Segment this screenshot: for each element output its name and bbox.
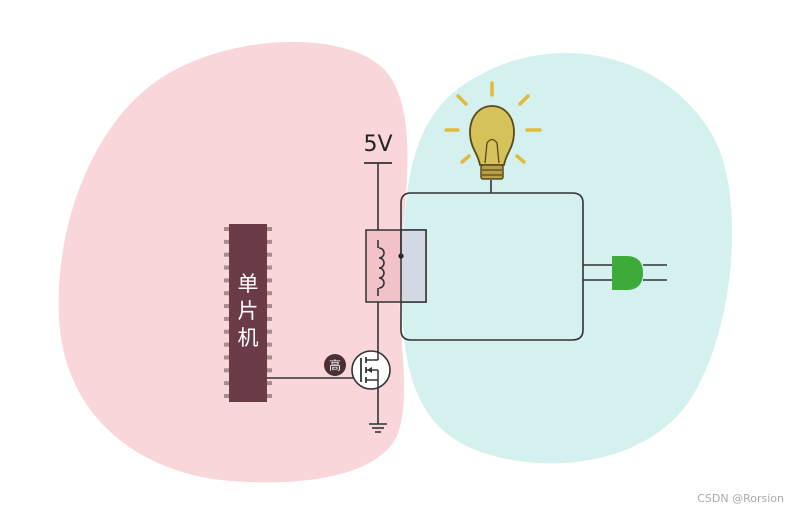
bulb-rays [444, 81, 542, 164]
lightbulb-icon [444, 81, 542, 180]
bulb-base [480, 164, 504, 180]
chip-pin [267, 304, 272, 309]
chip-pin [267, 239, 272, 244]
mosfet-icon [351, 350, 391, 390]
chip-pin [224, 368, 229, 373]
supply-voltage-label: 5V [363, 132, 392, 157]
chip-pin [224, 278, 229, 283]
chip-pin [267, 355, 272, 360]
relay-contact-box [400, 229, 427, 303]
watermark: CSDN @Rorsion [697, 492, 784, 505]
chip-pin [224, 227, 229, 231]
chip-pin [224, 265, 229, 270]
chip-pins-right [267, 227, 272, 398]
bulb-filament [484, 138, 500, 164]
chip-pin [267, 381, 272, 386]
chip-pin [224, 355, 229, 360]
relay [365, 229, 427, 303]
chip-pin [224, 239, 229, 244]
chip-pin [224, 304, 229, 309]
chip-body [229, 224, 267, 402]
chip-label-char-3: 机 [238, 326, 259, 350]
chip-pin [224, 342, 229, 347]
gate-high-label: 高 [329, 358, 341, 373]
chip-pin [267, 291, 272, 296]
chip-pin [267, 265, 272, 270]
chip-pin [224, 394, 229, 398]
chip-label-char-1: 单 [238, 272, 259, 296]
ac-plug-icon [612, 256, 667, 290]
chip-pin [224, 316, 229, 321]
chip-pins-left [224, 227, 229, 398]
ground-icon [369, 423, 387, 433]
chip-pin [267, 316, 272, 321]
chip-pin [224, 252, 229, 257]
high-voltage-zone [401, 52, 733, 464]
chip-pin [267, 227, 272, 231]
chip-pin [267, 368, 272, 373]
chip-pin [224, 329, 229, 334]
relay-coil-icon [378, 247, 385, 289]
chip-pin [267, 278, 272, 283]
gate-high-badge: 高 [324, 354, 346, 376]
chip-pin [267, 329, 272, 334]
chip-pin [267, 252, 272, 257]
chip-pin [267, 394, 272, 398]
mcu-chip: 单 片 机 [224, 224, 272, 402]
chip-label-char-2: 片 [238, 299, 259, 323]
bulb-glass [469, 105, 515, 166]
chip-pin [267, 342, 272, 347]
chip-pin [224, 381, 229, 386]
chip-pin [224, 291, 229, 296]
mains-loop-wire [400, 192, 584, 341]
